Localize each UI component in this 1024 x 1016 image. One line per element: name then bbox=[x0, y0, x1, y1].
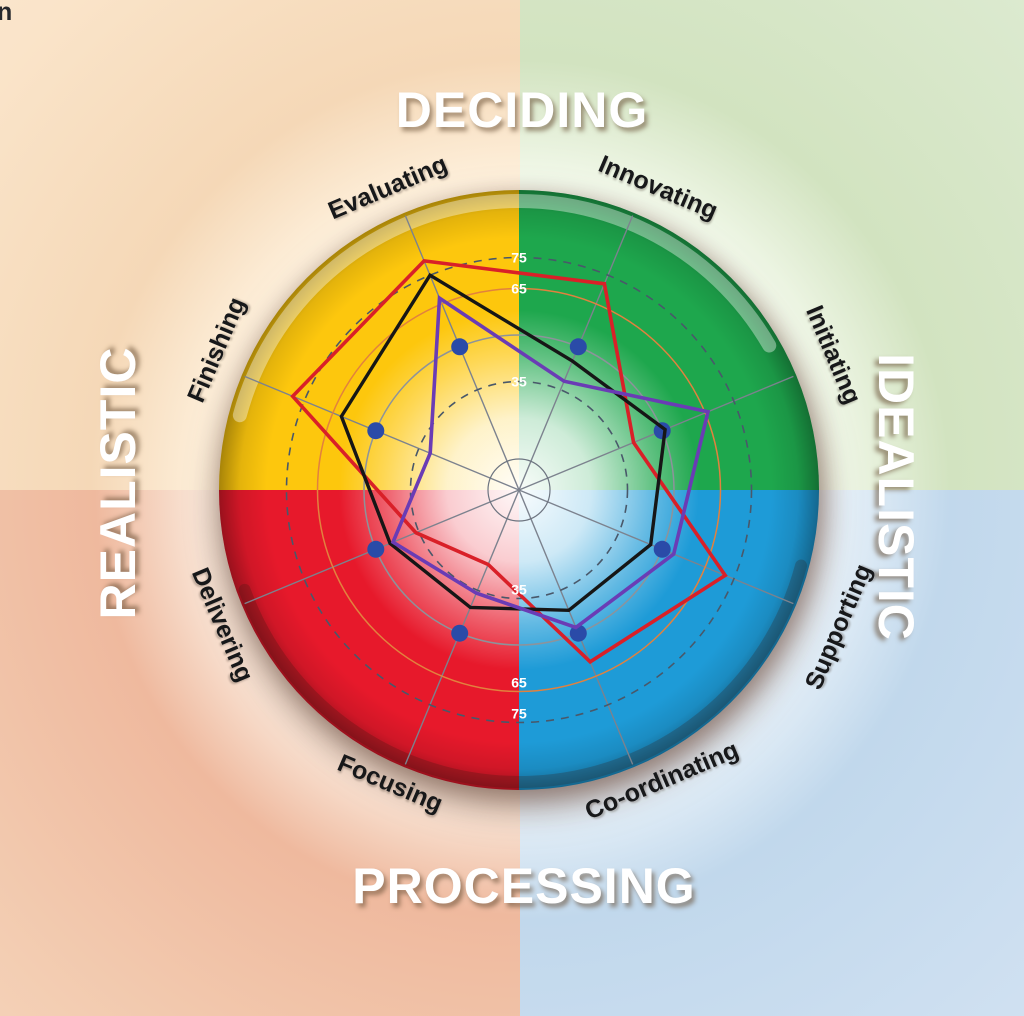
ring-75 bbox=[285, 256, 753, 724]
ring-50 bbox=[363, 334, 675, 646]
quadrant-label-deciding: DECIDING bbox=[395, 82, 649, 138]
ring-labels-group: 35 35 65 65 75 75 bbox=[511, 250, 527, 722]
norm-dot-focusing bbox=[451, 624, 469, 642]
ring-label-top-35: 35 bbox=[511, 374, 527, 390]
quadrant-label-realistic: REALISTIC bbox=[90, 346, 146, 620]
norm-dot-supporting bbox=[653, 540, 671, 558]
quadrant-label-idealistic: IDEALISTIC bbox=[868, 353, 924, 641]
quadrant-label-processing: PROCESSING bbox=[352, 858, 696, 914]
ring-65 bbox=[316, 287, 722, 693]
rings-group bbox=[285, 256, 753, 724]
gloss-highlight-arc bbox=[232, 194, 777, 423]
series-black-polygon bbox=[339, 272, 667, 613]
series-red-polygon bbox=[290, 259, 728, 665]
team-wheel-radar-chart: 35 35 65 65 75 75 bbox=[219, 190, 819, 790]
ring-label-bottom-65: 65 bbox=[511, 675, 527, 691]
norm-dots-group bbox=[367, 338, 671, 642]
norm-dot-initiating bbox=[653, 422, 671, 440]
ring-label-bottom-75: 75 bbox=[511, 706, 527, 722]
wheel-content: 35 35 65 65 75 75 bbox=[219, 190, 819, 790]
norm-dot-evaluating bbox=[451, 338, 469, 356]
norm-dot-co-ordinating bbox=[569, 624, 587, 642]
ring-label-top-65: 65 bbox=[511, 281, 527, 297]
corner-text-fragment: n bbox=[0, 0, 13, 26]
series-purple-polygon bbox=[390, 294, 711, 630]
center-circle bbox=[487, 458, 551, 522]
norm-dot-innovating bbox=[569, 338, 587, 356]
ring-label-bottom-35: 35 bbox=[511, 582, 527, 598]
ring-35 bbox=[409, 380, 629, 600]
shadow-arc bbox=[238, 559, 808, 788]
norm-dot-finishing bbox=[367, 422, 385, 440]
norm-dot-delivering bbox=[367, 540, 385, 558]
ring-label-top-75: 75 bbox=[511, 250, 527, 266]
